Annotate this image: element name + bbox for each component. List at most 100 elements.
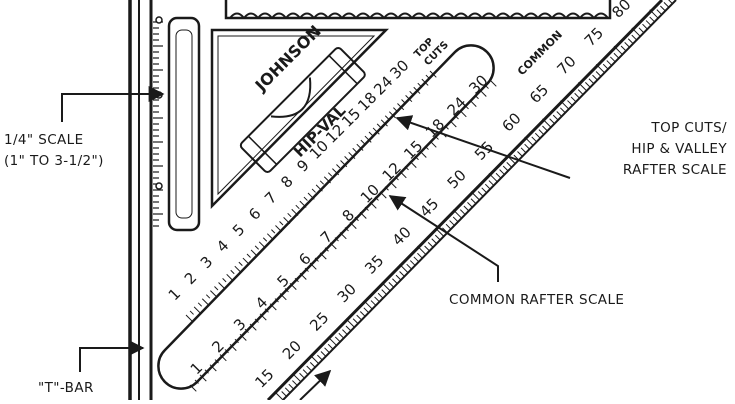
degree-tick [345, 318, 355, 328]
brand-logo-text: JOHNSON [251, 21, 325, 95]
degree-tick [434, 234, 441, 241]
common-rafter-tick [364, 206, 369, 211]
degree-number: 40 [389, 223, 415, 249]
degree-tick [517, 151, 523, 157]
hip-valley-tick [193, 306, 201, 314]
callout-top-cuts-line1: TOP CUTS/ [651, 120, 727, 136]
degree-tick [495, 172, 502, 179]
hip-valley-tick [319, 180, 325, 185]
degree-tick [524, 143, 530, 150]
degree-tick [288, 383, 295, 390]
degree-tick [381, 282, 391, 292]
degree-number: 35 [361, 252, 387, 278]
leader-top-cuts [395, 115, 571, 179]
hip-valley-tick [275, 225, 283, 233]
degree-tick [470, 198, 477, 204]
degree-tick [577, 89, 584, 95]
degree-tick [324, 347, 330, 354]
hypotenuse-ticks [274, 0, 676, 401]
callout-top-cuts-line3: RAFTER SCALE [622, 162, 727, 178]
degree-tick [327, 336, 337, 346]
degree-tick [381, 289, 387, 295]
hip-valley-tick [238, 261, 243, 266]
rivet-holes [155, 16, 163, 190]
hip-valley-tick [384, 115, 390, 120]
callout-quarter-scale: 1/4" SCALE (1" TO 3-1/2") [4, 130, 104, 172]
common-rafter-number: 30 [465, 71, 491, 97]
degree-tick [309, 354, 320, 364]
degree-number: 50 [444, 166, 470, 192]
degree-tick [427, 242, 434, 248]
degree-tick [484, 183, 491, 190]
common-rafter-number: 7 [317, 228, 336, 247]
common-rafter-tick [384, 186, 389, 191]
hip-valley-number: 3 [197, 253, 216, 272]
common-rafter-tick [394, 176, 399, 181]
common-rafter-tick [219, 354, 227, 362]
common-rafter-tick [344, 227, 349, 232]
callout-quarter-scale-line1: 1/4" SCALE [4, 132, 84, 148]
degree-tick [542, 118, 552, 128]
common-rafter-tick [299, 272, 307, 280]
common-rafter-tick [389, 181, 397, 189]
degree-tick [306, 365, 312, 372]
degree-tick [399, 271, 405, 277]
common-rafter-tick [464, 105, 469, 110]
hip-valley-tick [254, 245, 259, 250]
degree-number: 80 [608, 0, 634, 22]
hip-valley-tick [210, 290, 218, 298]
common-rafter-tick [454, 115, 459, 120]
hip-valley-number: 30 [386, 56, 412, 82]
common-rafter-number: 6 [295, 249, 314, 268]
degree-tick [538, 129, 545, 135]
common-rafter-tick [309, 262, 317, 270]
common-rafter-tick [449, 120, 457, 128]
degree-tick [649, 16, 655, 23]
degree-tick [552, 114, 559, 121]
degree-tick [520, 147, 527, 154]
common-rafter-tick [254, 318, 259, 323]
degree-tick [345, 325, 352, 332]
common-rafter-tick [244, 328, 249, 333]
callout-quarter-scale-line2: (1" TO 3-1/2") [4, 153, 104, 169]
degree-tick [638, 27, 645, 34]
quarter-inch-ticks [153, 21, 163, 227]
degree-tick [560, 100, 570, 110]
degree-tick [642, 23, 648, 30]
hip-valley-tick [327, 172, 333, 177]
degree-tick [613, 45, 623, 55]
hip-valley-tick [222, 278, 227, 283]
quarter-inch-scale-slot [167, 16, 201, 232]
hip-valley-tick [205, 294, 211, 299]
hip-valley-number: 4 [213, 237, 232, 256]
degree-tick [577, 82, 588, 92]
degree-tick [363, 307, 370, 314]
hip-valley-tick [332, 168, 340, 176]
common-rafter-tick [224, 349, 229, 354]
hip-valley-tick [413, 86, 421, 94]
degree-number: 15 [251, 365, 277, 391]
common-rafter-tick [324, 247, 329, 252]
degree-tick [302, 369, 309, 375]
degree-tick [602, 63, 609, 70]
callout-top-cuts: TOP CUTS/ HIP & VALLEY RAFTER SCALE [623, 118, 727, 181]
degree-tick [549, 118, 555, 124]
common-rafter-tick [209, 364, 217, 372]
common-rafter-tick [279, 293, 287, 301]
degree-tick [281, 391, 287, 397]
common-rafter-number: 24 [444, 93, 470, 119]
callout-t-bar-line1: "T"-BAR [38, 380, 94, 396]
leader-quarter-scale [61, 86, 165, 122]
degree-tick [656, 9, 663, 15]
degree-tick [631, 27, 641, 37]
hip-valley-tick [368, 131, 373, 136]
degree-tick [649, 9, 659, 19]
common-rafter-tick [444, 125, 449, 130]
hip-valley-tick [397, 103, 405, 111]
degree-tick [392, 278, 398, 284]
degree-tick [374, 296, 380, 303]
hip-valley-tick [340, 160, 348, 168]
common-rafter-number: 12 [379, 159, 405, 185]
hip-valley-number: 5 [229, 220, 248, 239]
